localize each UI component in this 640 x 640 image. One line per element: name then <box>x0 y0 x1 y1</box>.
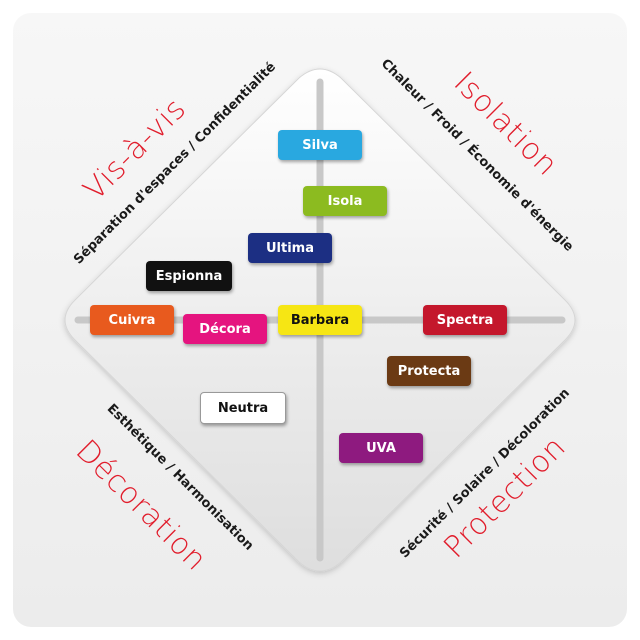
product-protecta: Protecta <box>387 356 471 386</box>
product-barbara: Barbara <box>278 305 362 335</box>
product-silva: Silva <box>278 130 362 160</box>
product-neutra: Neutra <box>200 392 286 424</box>
product-decora: Décora <box>183 314 267 344</box>
product-cuivra: Cuivra <box>90 305 174 335</box>
product-isola: Isola <box>303 186 387 216</box>
product-ultima: Ultima <box>248 233 332 263</box>
product-uva: UVA <box>339 433 423 463</box>
product-espionna: Espionna <box>146 261 232 291</box>
product-spectra: Spectra <box>423 305 507 335</box>
